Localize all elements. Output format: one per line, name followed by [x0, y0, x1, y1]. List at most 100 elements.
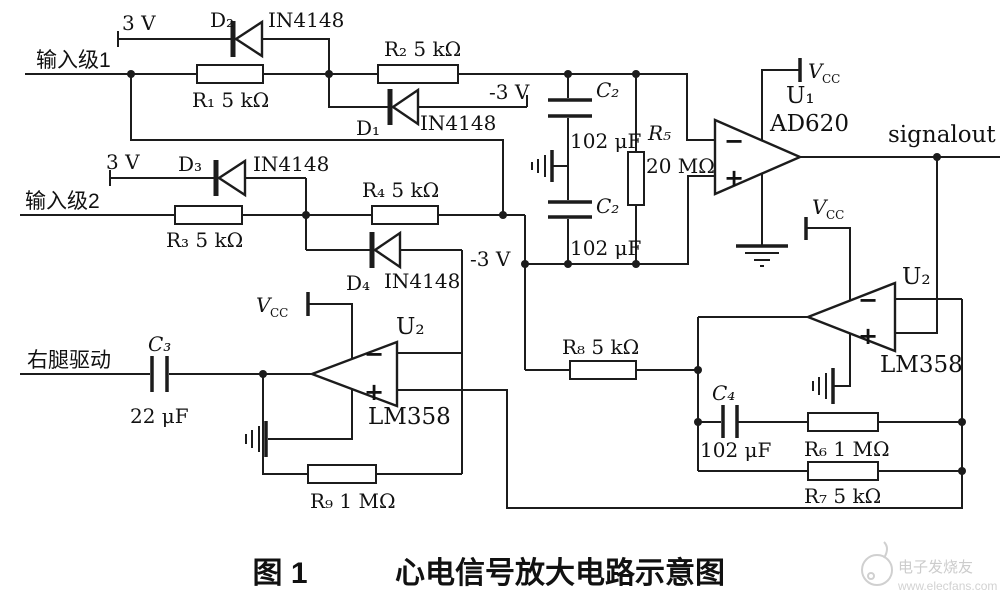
u2r-ref-label: U₂	[902, 264, 931, 290]
capacitors	[150, 98, 739, 438]
wire-u2l-gnd	[268, 389, 353, 440]
input2-label: 输入级2	[25, 190, 100, 213]
supply-minus3v-d1-label: -3 V	[489, 80, 530, 104]
u1-minus-sign: −	[724, 127, 744, 155]
supply-3v-d2-label: 3 V	[122, 11, 156, 35]
resistor-r9	[307, 464, 377, 484]
wire-signal-to-plus	[895, 157, 938, 334]
c2-top-ref-label: C₂	[596, 78, 619, 102]
diodes	[213, 19, 420, 270]
capacitor-c4	[721, 405, 739, 438]
diode-d3	[213, 158, 247, 198]
capacitor-c2-bottom	[548, 200, 592, 219]
resistor-r2	[377, 64, 459, 84]
ground-icon-mid	[531, 150, 554, 182]
d1-part-label: IN4148	[420, 111, 496, 135]
c2-bottom-ref-label: C₂	[596, 194, 619, 218]
u2l-part-label: LM358	[368, 404, 451, 430]
opamp-u2-left: − +	[308, 340, 399, 408]
d3-part-label: IN4148	[253, 152, 329, 176]
c2-top-value-label: 102 μF	[570, 129, 642, 153]
u1-vcc-sub-label: CC	[822, 72, 840, 86]
opamp-u2-right: − +	[804, 281, 897, 353]
wire-u2l-vcc	[308, 303, 353, 359]
c4-value-label: 102 μF	[700, 438, 772, 462]
watermark-logo-tail-icon	[883, 541, 888, 559]
wire-input1-cross	[130, 74, 504, 215]
watermark-brand: 电子发烧友	[898, 559, 973, 576]
u2l-vcc-label: V	[256, 293, 273, 317]
resistor-r1	[196, 64, 264, 84]
c3-value-label: 22 μF	[130, 404, 189, 428]
r3-label: R₃ 5 kΩ	[166, 228, 243, 252]
r4-label: R₄ 5 kΩ	[362, 178, 439, 202]
wire-u1-vcc	[761, 69, 799, 140]
wires	[20, 31, 1000, 509]
d3-ref-label: D₃	[178, 152, 202, 176]
capacitor-c3	[150, 356, 169, 392]
watermark-logo-icon	[861, 554, 893, 586]
r5-ref-label: R₅	[647, 121, 671, 145]
u1-part-label: AD620	[769, 111, 849, 137]
diode-d4	[369, 230, 402, 270]
u1-vcc-label: V	[808, 59, 825, 83]
junction-dots	[127, 70, 966, 475]
diode-d1	[387, 87, 420, 127]
r6-label: R₆ 1 MΩ	[804, 437, 890, 461]
c4-ref-label: C₄	[712, 381, 735, 405]
u1-ref-label: U₁	[786, 83, 815, 109]
caption-prefix: 图 1	[252, 557, 307, 590]
u2l-ref-label: U₂	[396, 314, 425, 340]
r9-label: R₉ 1 MΩ	[310, 489, 396, 513]
r5-value-label: 20 MΩ	[646, 154, 715, 178]
d4-ref-label: D₄	[346, 271, 370, 295]
watermark-url: www.elecfans.com	[897, 579, 997, 593]
d2-part-label: IN4148	[268, 8, 344, 32]
r1-label: R₁ 5 kΩ	[192, 88, 269, 112]
u2r-plus-sign: +	[858, 322, 878, 350]
wire-u2r-vcc	[806, 227, 851, 300]
caption-text: 心电信号放大电路示意图	[395, 556, 725, 590]
u1-plus-sign: +	[724, 164, 744, 192]
resistor-r3	[174, 205, 243, 225]
r2-label: R₂ 5 kΩ	[384, 37, 461, 61]
diode-d2	[230, 19, 264, 59]
watermark: 电子发烧友 www.elecfans.com	[861, 541, 997, 593]
opamp-u1-ad620: − +	[713, 118, 804, 196]
resistor-r4	[371, 205, 439, 225]
u2r-minus-sign: −	[858, 286, 878, 314]
ground-icon-u1	[736, 244, 788, 267]
resistor-r8	[569, 360, 637, 380]
c3-ref-label: C₃	[148, 332, 171, 356]
supply-minus3v-d4-label: -3 V	[470, 247, 511, 271]
wire-top-rail	[458, 73, 715, 141]
ground-icon-u2-left	[245, 421, 268, 457]
supply-3v-d3-label: 3 V	[106, 150, 140, 174]
d2-ref-label: D₂	[210, 8, 234, 32]
resistor-r7	[807, 461, 879, 481]
u2l-minus-sign: −	[364, 340, 384, 368]
d1-ref-label: D₁	[356, 116, 380, 140]
watermark-logo-dot-icon	[867, 572, 875, 580]
capacitor-c2-top	[548, 98, 592, 118]
ground-icon-u2-right	[812, 368, 835, 404]
wire-r9-left	[262, 374, 308, 475]
d4-part-label: IN4148	[384, 269, 460, 293]
u2r-vcc-sub-label: CC	[826, 208, 844, 222]
u2l-vcc-sub-label: CC	[270, 306, 288, 320]
input1-label: 输入级1	[36, 49, 111, 72]
wire-nodeB-d1	[328, 74, 390, 108]
wire-bottom-rail	[525, 175, 715, 265]
right-leg-drive-label: 右腿驱动	[27, 349, 111, 372]
wire-u2r-gnd	[834, 334, 851, 387]
r8-label: R₈ 5 kΩ	[562, 335, 639, 359]
resistors	[174, 64, 879, 484]
resistor-r6	[807, 412, 879, 432]
u2r-vcc-label: V	[812, 195, 829, 219]
u2r-part-label: LM358	[880, 352, 963, 378]
resistor-r5	[627, 151, 645, 206]
r7-label: R₇ 5 kΩ	[804, 484, 881, 508]
wire-d2-nodeB	[262, 38, 330, 74]
